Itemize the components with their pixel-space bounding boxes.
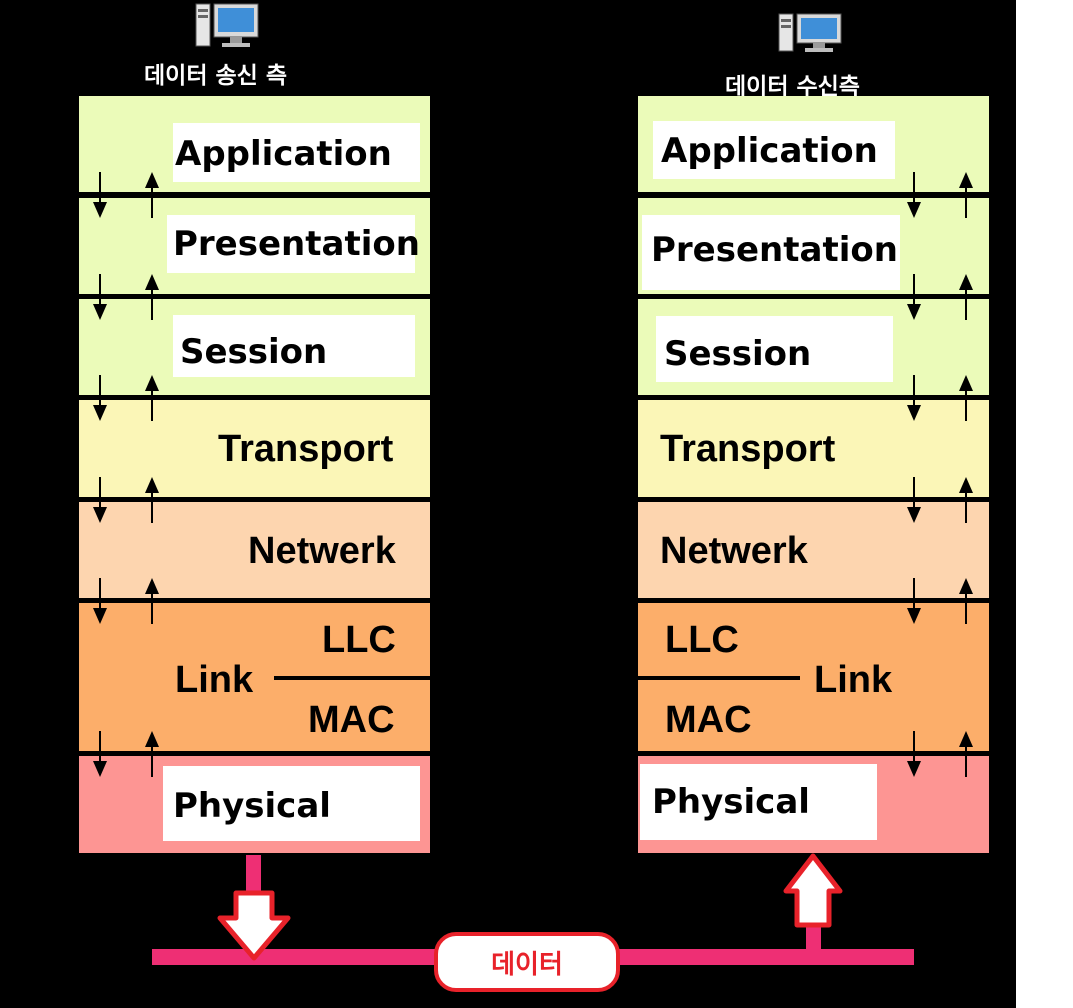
receiver-network-layer — [638, 502, 989, 598]
sender-transport-label: Transport — [218, 428, 394, 470]
up-arrow-icon — [783, 853, 843, 928]
sender-transport-layer — [79, 400, 430, 497]
sender-up-arrow-icon — [145, 578, 159, 594]
receiver-link-divider — [638, 676, 800, 680]
sender-physical-box — [163, 766, 420, 841]
sender-down-arrow-icon — [93, 202, 107, 218]
sender-down-arrow-icon — [93, 304, 107, 320]
sender-network-layer — [79, 502, 430, 598]
sender-session-label: Session — [180, 332, 328, 372]
receiver-physical-label: Physical — [652, 782, 810, 822]
sender-down-arrow-icon — [93, 761, 107, 777]
sender-link-divider — [274, 676, 430, 680]
sender-downlink — [246, 855, 261, 895]
sender-physical-label: Physical — [173, 786, 331, 826]
sender-up-arrow-icon — [145, 274, 159, 290]
receiver-computer-icon — [778, 13, 842, 58]
sender-mac-label: MAC — [308, 699, 395, 741]
receiver-down-arrow-icon — [907, 608, 921, 624]
receiver-up-arrow-icon — [959, 578, 973, 594]
receiver-up-arrow-icon — [959, 731, 973, 747]
receiver-session-label: Session — [664, 334, 812, 374]
data-medium-label: 데이터 — [491, 949, 563, 980]
receiver-up-arrow-icon — [959, 375, 973, 391]
sender-up-arrow-icon — [145, 375, 159, 391]
right-margin — [1016, 0, 1073, 1008]
sender-session-box — [173, 315, 415, 377]
receiver-up-arrow-icon — [959, 477, 973, 493]
receiver-down-arrow-icon — [907, 507, 921, 523]
sender-title: 데이터 송신 측 — [144, 63, 287, 89]
receiver-application-box — [653, 121, 895, 179]
receiver-link-label: Link — [814, 659, 893, 701]
receiver-down-arrow-icon — [907, 304, 921, 320]
receiver-up-arrow-icon — [959, 274, 973, 290]
data-medium-badge: 데이터 — [434, 932, 620, 992]
sender-up-arrow-icon — [145, 477, 159, 493]
sender-down-arrow-icon — [93, 405, 107, 421]
sender-up-arrow-icon — [145, 731, 159, 747]
receiver-title: 데이터 수신측 — [725, 74, 860, 100]
receiver-down-arrow-icon — [907, 202, 921, 218]
sender-application-box — [173, 123, 420, 182]
sender-down-arrow-icon — [93, 507, 107, 523]
receiver-mac-label: MAC — [665, 699, 752, 741]
receiver-transport-layer — [638, 400, 989, 497]
receiver-physical-box — [640, 764, 877, 840]
sender-down-arrow-icon — [93, 608, 107, 624]
sender-link-label: Link — [175, 659, 254, 701]
receiver-llc-label: LLC — [665, 619, 739, 661]
receiver-up-arrow-icon — [959, 172, 973, 188]
receiver-transport-label: Transport — [660, 428, 836, 470]
down-arrow-icon — [217, 890, 291, 961]
sender-presentation-label: Presentation — [173, 224, 420, 264]
receiver-down-arrow-icon — [907, 761, 921, 777]
receiver-application-label: Application — [661, 131, 878, 171]
sender-application-label: Application — [175, 134, 392, 174]
sender-presentation-box — [167, 215, 415, 273]
sender-network-label: Netwerk — [248, 530, 396, 572]
sender-computer-icon — [195, 3, 259, 53]
receiver-uplink — [806, 922, 821, 952]
sender-llc-label: LLC — [322, 619, 396, 661]
sender-up-arrow-icon — [145, 172, 159, 188]
receiver-session-box — [656, 316, 893, 382]
receiver-presentation-box — [642, 215, 900, 290]
receiver-presentation-label: Presentation — [651, 230, 898, 270]
receiver-down-arrow-icon — [907, 405, 921, 421]
receiver-network-label: Netwerk — [660, 530, 808, 572]
